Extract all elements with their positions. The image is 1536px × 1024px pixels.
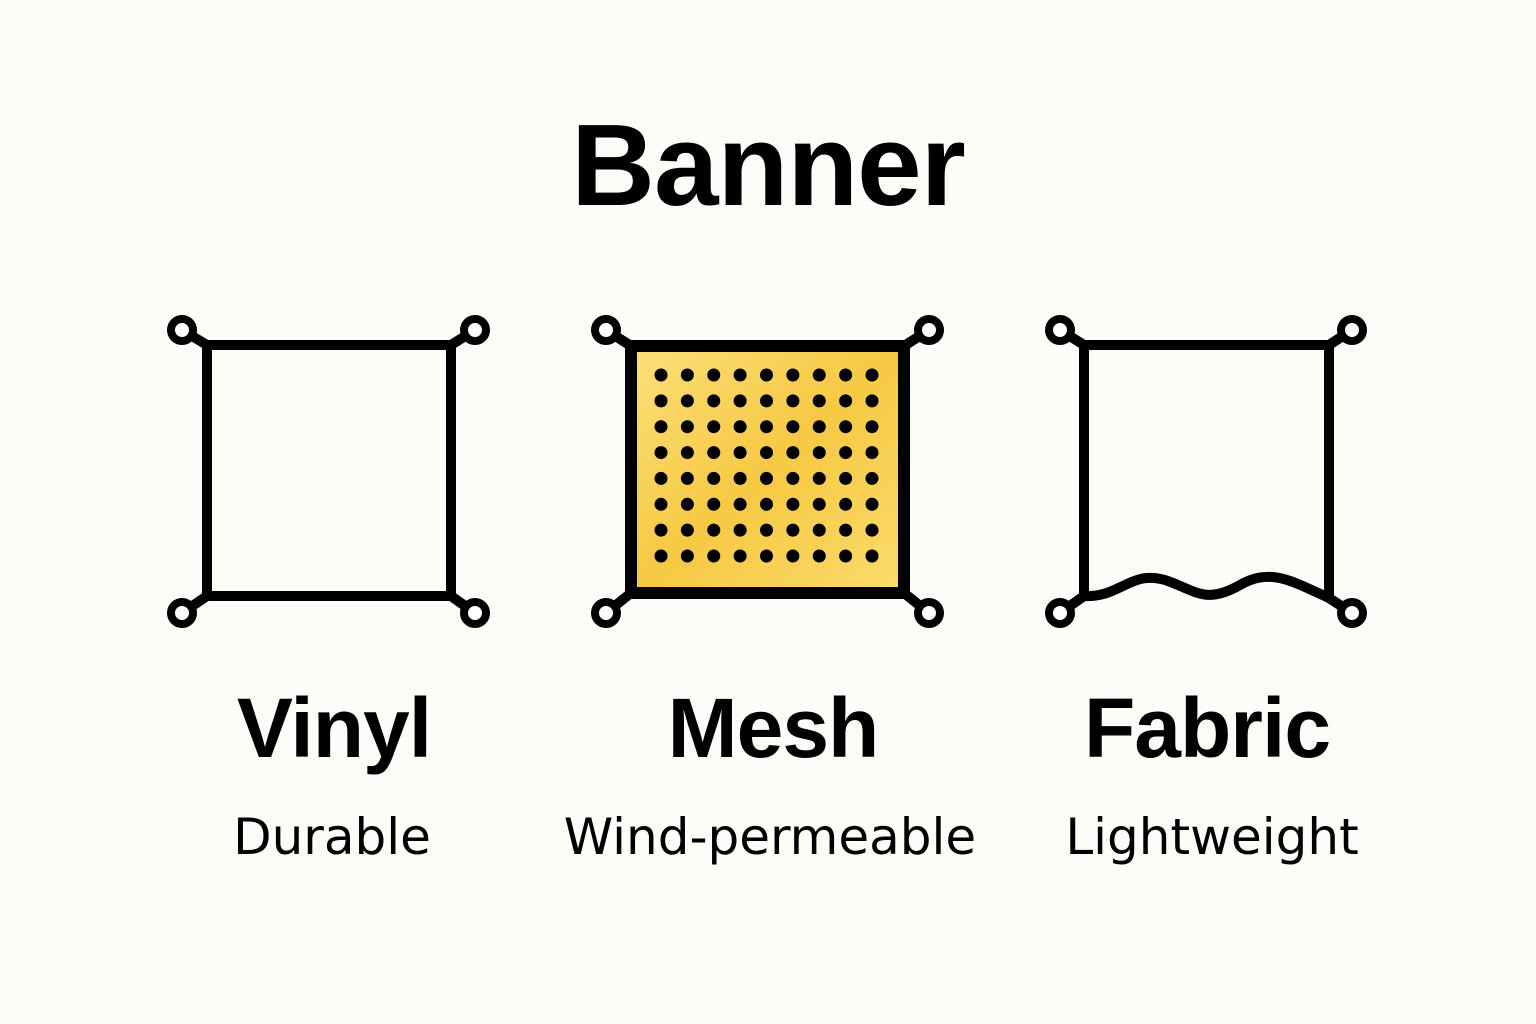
perforation-hole [680, 420, 694, 434]
perforation-hole [733, 497, 747, 511]
perforation-hole [839, 523, 853, 537]
fabric-description: Lightweight [1065, 808, 1359, 866]
perforation-hole [760, 471, 773, 485]
perforation-hole [760, 368, 773, 382]
fabric-banner-icon [1045, 315, 1367, 628]
perforation-hole [654, 549, 668, 563]
vinyl-banner-icon [167, 315, 490, 628]
perforation-hole [839, 471, 853, 485]
perforation-hole [865, 394, 879, 408]
perforation-hole [786, 497, 800, 511]
perforation-hole [654, 420, 668, 434]
perforation-hole [733, 523, 747, 537]
perforation-hole [733, 394, 747, 408]
perforation-hole [760, 549, 773, 563]
perforation-hole [865, 420, 879, 434]
mesh-label: Mesh [667, 681, 880, 775]
diagram-title: Banner [571, 100, 966, 230]
perforation-hole [680, 523, 694, 537]
perforation-hole [707, 497, 721, 511]
perforation-hole [707, 523, 721, 537]
perforation-hole [865, 446, 879, 460]
mesh-banner-icon [591, 315, 944, 628]
perforation-hole [839, 497, 853, 511]
perforation-hole [680, 497, 694, 511]
perforation-hole [654, 368, 668, 382]
perforation-hole [839, 549, 853, 563]
perforation-hole [839, 446, 853, 460]
perforation-hole [680, 446, 694, 460]
perforation-hole [812, 497, 826, 511]
perforation-hole [812, 394, 826, 408]
perforation-hole [707, 446, 721, 460]
perforation-hole [812, 471, 826, 485]
perforation-hole [760, 497, 773, 511]
perforation-hole [839, 368, 853, 382]
perforation-hole [680, 368, 694, 382]
perforation-hole [786, 446, 800, 460]
perforation-hole [733, 368, 747, 382]
perforation-hole [760, 394, 773, 408]
perforation-hole [786, 471, 800, 485]
perforation-hole [707, 368, 721, 382]
perforation-hole [654, 394, 668, 408]
perforation-hole [865, 471, 879, 485]
perforation-hole [654, 446, 668, 460]
perforation-hole [760, 446, 773, 460]
perforation-hole [786, 523, 800, 537]
perforation-hole [654, 497, 668, 511]
perforation-hole [707, 471, 721, 485]
perforation-hole [760, 420, 773, 434]
perforation-hole [812, 420, 826, 434]
perforation-hole [865, 549, 879, 563]
perforation-hole [707, 549, 721, 563]
perforation-hole [865, 368, 879, 382]
mesh-perforations [654, 368, 879, 563]
perforation-hole [733, 420, 747, 434]
perforation-hole [680, 394, 694, 408]
perforation-hole [812, 523, 826, 537]
perforation-hole [654, 471, 668, 485]
perforation-hole [786, 394, 800, 408]
perforation-hole [680, 549, 694, 563]
perforation-hole [786, 549, 800, 563]
vinyl-label: Vinyl [236, 681, 432, 775]
perforation-hole [812, 368, 826, 382]
perforation-hole [839, 394, 853, 408]
perforation-hole [812, 446, 826, 460]
perforation-hole [733, 446, 747, 460]
perforation-hole [865, 523, 879, 537]
mesh-description: Wind-permeable [563, 808, 977, 866]
perforation-hole [680, 471, 694, 485]
perforation-hole [839, 420, 853, 434]
perforation-hole [733, 471, 747, 485]
fabric-label: Fabric [1083, 681, 1331, 775]
perforation-hole [786, 368, 800, 382]
vinyl-description: Durable [233, 808, 431, 866]
perforation-hole [865, 497, 879, 511]
perforation-hole [707, 420, 721, 434]
perforation-hole [707, 394, 721, 408]
perforation-hole [786, 420, 800, 434]
perforation-hole [760, 523, 773, 537]
perforation-hole [812, 549, 826, 563]
perforation-hole [654, 523, 668, 537]
perforation-hole [733, 549, 747, 563]
